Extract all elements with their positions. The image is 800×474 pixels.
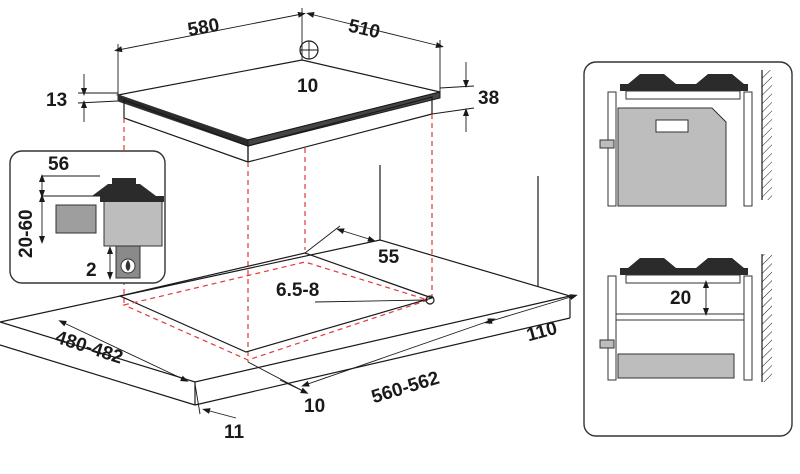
dim-480-482-label: 480-482 (53, 327, 126, 369)
hob-over-drawer-view: 20 (599, 254, 772, 382)
dim-gas-label: 6.5-8 (276, 280, 319, 301)
dim-56-label: 56 (48, 154, 69, 175)
dim-front-11-label: 11 (224, 422, 245, 443)
dim-560-562-label: 560-562 (369, 368, 442, 408)
dim-55-label: 55 (378, 247, 400, 268)
burner-icon (92, 184, 156, 196)
dim-gap-20-label: 20 (670, 288, 691, 309)
dim-rear-110: 110 (484, 294, 578, 346)
dim-cutout-depth: 480-482 (53, 320, 189, 382)
dim-510-label: 510 (346, 16, 382, 44)
dim-2-label: 2 (86, 260, 97, 281)
dim-cutout-width: 560-562 (301, 318, 496, 408)
dim-height: 38 (431, 62, 499, 132)
dim-center-10-label: 10 (297, 76, 318, 97)
dim-front-10: 10 (247, 361, 325, 417)
dim-cutout-55: 55 (304, 225, 400, 268)
alignment-guides (123, 114, 433, 362)
dim-depth: 510 (306, 12, 444, 92)
dim-38-label: 38 (478, 88, 499, 109)
dim-front-10-label: 10 (304, 396, 325, 417)
dim-580-label: 580 (186, 15, 221, 41)
hob-top-view (115, 40, 441, 163)
dim-13-label: 13 (46, 90, 67, 111)
detail-inset: 56 20-60 2 (9, 150, 166, 284)
hob-over-oven-view (599, 70, 772, 207)
side-view-panel: 20 (583, 61, 793, 437)
dim-20-60-label: 20-60 (16, 209, 37, 258)
dim-front-11: 11 (194, 383, 245, 443)
dim-thickness: 13 (46, 74, 119, 122)
dim-width: 580 (114, 8, 306, 95)
dim-110-label: 110 (524, 318, 559, 346)
